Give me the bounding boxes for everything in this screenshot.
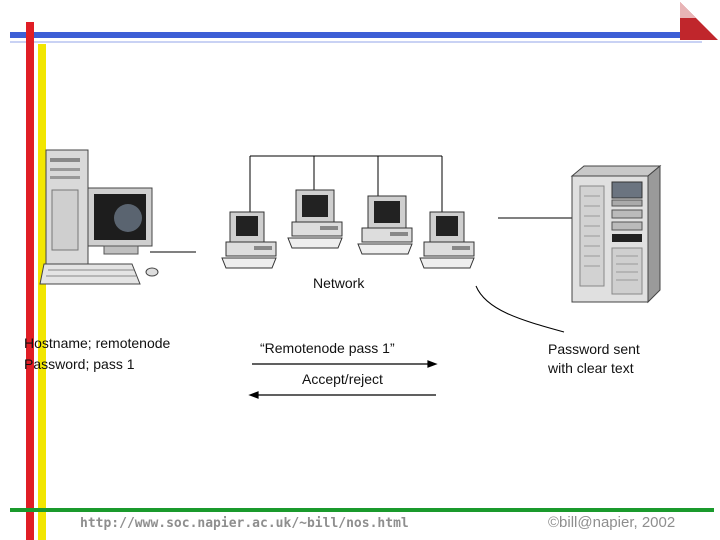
left-red-bar [26, 22, 34, 540]
request-label: “Remotenode pass 1” [260, 340, 395, 356]
response-label: Accept/reject [302, 371, 383, 387]
left-yellow-bar [38, 44, 46, 540]
workstation-icon [357, 195, 413, 255]
client-hostname-text: Hostname; remotenode [24, 335, 171, 351]
client-password-text: Password; pass 1 [24, 356, 135, 372]
server-note-line1: Password sent [548, 341, 640, 357]
corner-page-icon [680, 2, 718, 40]
workstation-icon [287, 189, 343, 249]
server-tower-icon [570, 164, 662, 304]
callout-line [475, 285, 565, 333]
footer-copyright: ©bill@napier, 2002 [548, 514, 676, 531]
network-label: Network [313, 275, 365, 291]
request-arrow [252, 360, 438, 368]
footer-url[interactable]: http://www.soc.napier.ac.uk/~bill/nos.ht… [80, 516, 409, 531]
top-light-rule [10, 41, 702, 43]
response-arrow [248, 391, 436, 399]
workstation-icon [221, 211, 277, 269]
network-bus [150, 155, 572, 253]
desktop-computer-icon [39, 149, 159, 285]
top-blue-rule [10, 32, 702, 38]
bottom-green-rule [10, 508, 714, 512]
workstation-icon [419, 211, 475, 269]
server-note-line2: with clear text [548, 360, 634, 376]
